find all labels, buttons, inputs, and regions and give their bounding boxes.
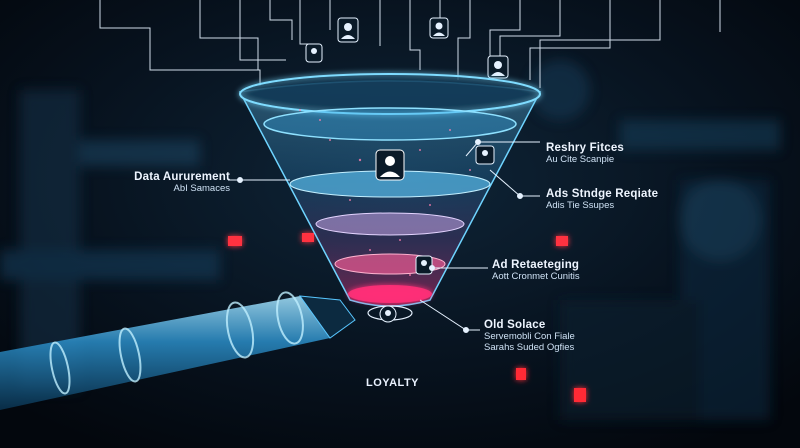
user-icon-small	[305, 43, 323, 63]
loyalty-label: LOYALTY	[366, 377, 420, 389]
callout-right-mid-subtitle: Adis Tie Ssupes	[546, 200, 615, 212]
callout-ad-retargeting: Ad Retaeteging Aott Cronmet Cunitis	[492, 259, 580, 283]
red-indicator-lights	[228, 233, 586, 402]
callout-right-top-title: Reshry Fitces	[546, 142, 625, 154]
callout-old-solace-line-2: Sarahs Suded Ogfies	[484, 342, 575, 354]
callout-data-subtitle: AbI Samaces	[173, 183, 231, 195]
particles	[299, 109, 471, 276]
funnel-layer-3	[315, 212, 465, 236]
pipe	[0, 291, 356, 410]
user-icon-top	[337, 17, 359, 43]
user-icon-bottom	[379, 305, 397, 323]
callout-old-solace: Old Solace Servemobli Con Fiale Sarahs S…	[484, 319, 575, 354]
callout-connectors	[228, 139, 540, 333]
callout-right-top-subtitle: Au Cite Scanpie	[546, 154, 615, 166]
user-icon-right-side	[475, 145, 495, 165]
funnel-layer-5	[348, 285, 432, 303]
callout-right-mid: Ads Stndge Reqiate Adis Tie Ssupes	[546, 188, 658, 212]
callout-right-mid-title: Ads Stndge Reqiate	[546, 188, 659, 200]
funnel	[238, 73, 542, 321]
callout-old-solace-title: Old Solace	[484, 319, 546, 331]
callout-ad-retargeting-title: Ad Retaeteging	[492, 259, 580, 271]
circuit-lines	[99, 0, 721, 88]
user-icon-center	[375, 149, 405, 181]
funnel-rim	[239, 73, 541, 115]
background-machinery	[0, 60, 780, 420]
user-icon-retarget	[415, 255, 433, 275]
callout-data: Data Aururement AbI Samaces	[126, 171, 230, 195]
callout-ad-retargeting-subtitle: Aott Cronmet Cunitis	[492, 271, 580, 283]
callout-data-title: Data Aururement	[134, 171, 230, 183]
funnel-layer-1	[263, 107, 517, 141]
user-icon-top-right	[429, 17, 449, 39]
callout-right-top: Reshry Fitces Au Cite Scanpie	[546, 142, 624, 166]
callout-old-solace-line-1: Servemobli Con Fiale	[484, 331, 575, 343]
user-icon-right	[487, 55, 509, 79]
